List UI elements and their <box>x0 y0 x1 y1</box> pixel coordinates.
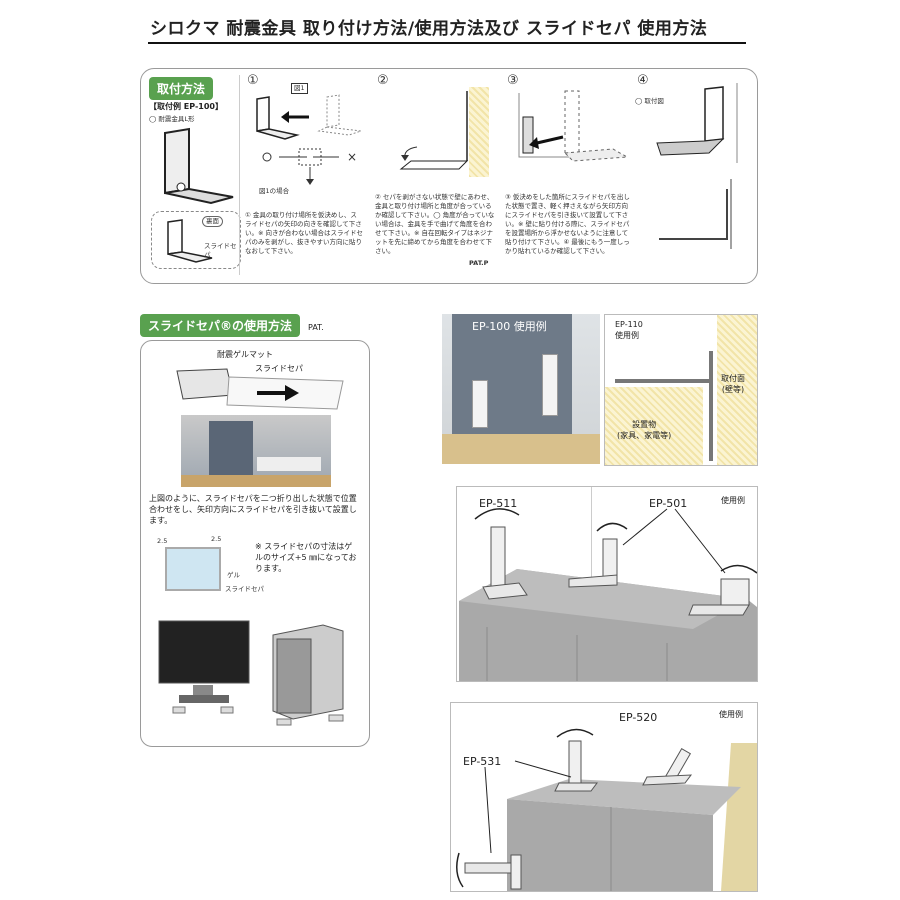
ep110-bracket <box>615 379 709 383</box>
fig-case-label: 図1の場合 <box>259 187 290 195</box>
wall-corner <box>591 487 592 587</box>
ep110-wall <box>717 315 757 465</box>
step-1-text: ① 金具の取り付け場所を仮決めし、スライドセパの矢印の向きを確認して下さい。※ … <box>245 211 364 255</box>
sepa-bracket-icon <box>167 219 213 263</box>
step-3-number: ③ <box>507 73 519 88</box>
step-4-illustration <box>656 83 738 163</box>
slide-description: 上図のように、スライドセパを二つ折り出した状態で位置合わせをし、矢印方向にスライ… <box>149 494 357 525</box>
pat-p-label: PAT.P <box>469 259 489 267</box>
sepa-label-2: スライドセパ <box>225 585 264 593</box>
hand-sepa <box>257 457 321 471</box>
page-title: シロクマ 耐震金具 取り付け方法/使用方法及び スライドセパ 使用方法 <box>150 19 708 39</box>
step-1-number: ① <box>247 73 259 88</box>
ep52x-usage-label: 使用例 <box>719 710 743 719</box>
svg-text:×: × <box>347 150 357 164</box>
step-2-number: ② <box>377 73 389 88</box>
slide-tag: スライドセパ®の使用方法 <box>140 314 301 337</box>
step-2-text: ② セパを剥がさない状態で壁にあわせ、金具と取り付け場所と角度が合っているか確認… <box>375 193 495 255</box>
mount-instructions-panel: 取付方法 【取付例 EP-100】 ◯ 耐震金具L形 裏面 スライドセパ ① 図… <box>140 68 758 284</box>
ep531-label: EP-531 <box>463 755 502 768</box>
divider <box>239 75 240 275</box>
sepa-detail-box: 裏面 スライドセパ <box>151 211 241 269</box>
ep110-object-label: 設置物 (家具、家電等) <box>617 420 672 440</box>
sepa-label: スライドセパ <box>255 364 303 373</box>
ep520-label: EP-520 <box>619 711 658 724</box>
ep5xx-illustration <box>459 508 757 681</box>
ep100-photo: EP-100 使用例 <box>442 314 600 464</box>
l-shape-label: ◯ 耐震金具L形 <box>149 115 195 123</box>
pc-tower <box>209 421 253 477</box>
dimension-b: 2.5 <box>211 535 222 543</box>
ep110-label: EP-110 使用例 <box>615 320 643 340</box>
slide-pat-label: PAT. <box>308 323 324 332</box>
step-2-illustration <box>399 91 469 170</box>
slide-label: スライドセパ <box>204 242 237 259</box>
gel-diagram <box>165 547 221 591</box>
monitor-pc-illustration <box>158 620 344 726</box>
step-3-text: ③ 仮決めをした箇所にスライドセパを出した状態で置き、軽く押さえながら矢印方向に… <box>505 193 630 255</box>
dimension-a: 2.5 <box>157 537 168 545</box>
ep52x-panel: EP-520 使用例 EP-531 <box>450 702 758 892</box>
title-underline <box>148 42 746 44</box>
desk-surface <box>181 475 331 487</box>
surface-label: 裏面 <box>202 216 223 227</box>
installation-photo <box>181 415 331 487</box>
ep5xx-usage-label: 使用例 <box>721 496 745 505</box>
wall-texture <box>469 87 489 177</box>
slide-sepa-panel: 耐震ゲルマット スライドセパ 上図のように、スライドセパを二つ折り出した状態で位… <box>140 340 370 747</box>
ep110-surface-label: 取付面 (壁等) <box>721 374 745 394</box>
fig-1-label: 図1 <box>291 83 308 94</box>
ep100-bracket-2 <box>472 380 488 428</box>
ep501-label: EP-501 <box>649 497 688 510</box>
mount-tag: 取付方法 <box>149 77 214 100</box>
l-bracket-illustration <box>164 127 234 205</box>
direction-diagram: × <box>262 148 357 185</box>
mount-figure-label: ◯ 取付図 <box>635 97 664 105</box>
ep110-diagram: EP-110 使用例 取付面 (壁等) 設置物 (家具、家電等) <box>604 314 758 466</box>
example-label: 【取付例 EP-100】 <box>149 102 223 111</box>
gel-label: ゲル <box>227 571 240 579</box>
step-1-illustration <box>256 94 362 140</box>
step-4-number: ④ <box>637 73 649 88</box>
ep110-upright <box>709 351 713 461</box>
ep5xx-panel: EP-511 EP-501 使用例 <box>456 486 758 682</box>
ep52x-illustration <box>456 728 757 891</box>
step-4-side-view <box>659 179 732 249</box>
gel-mat-illustration <box>176 368 344 410</box>
gel-mat-label: 耐震ゲルマット <box>217 350 273 359</box>
ep100-shelf <box>442 434 600 464</box>
step-3-illustration <box>518 90 629 162</box>
dimension-note: ※ スライドセパの寸法はゲルのサイズ+5 ㎜になっております。 <box>255 542 357 573</box>
ep100-label: EP-100 使用例 <box>472 320 547 333</box>
ep110-object <box>605 387 703 465</box>
ep100-bracket <box>542 354 558 416</box>
ep511-label: EP-511 <box>479 497 518 510</box>
